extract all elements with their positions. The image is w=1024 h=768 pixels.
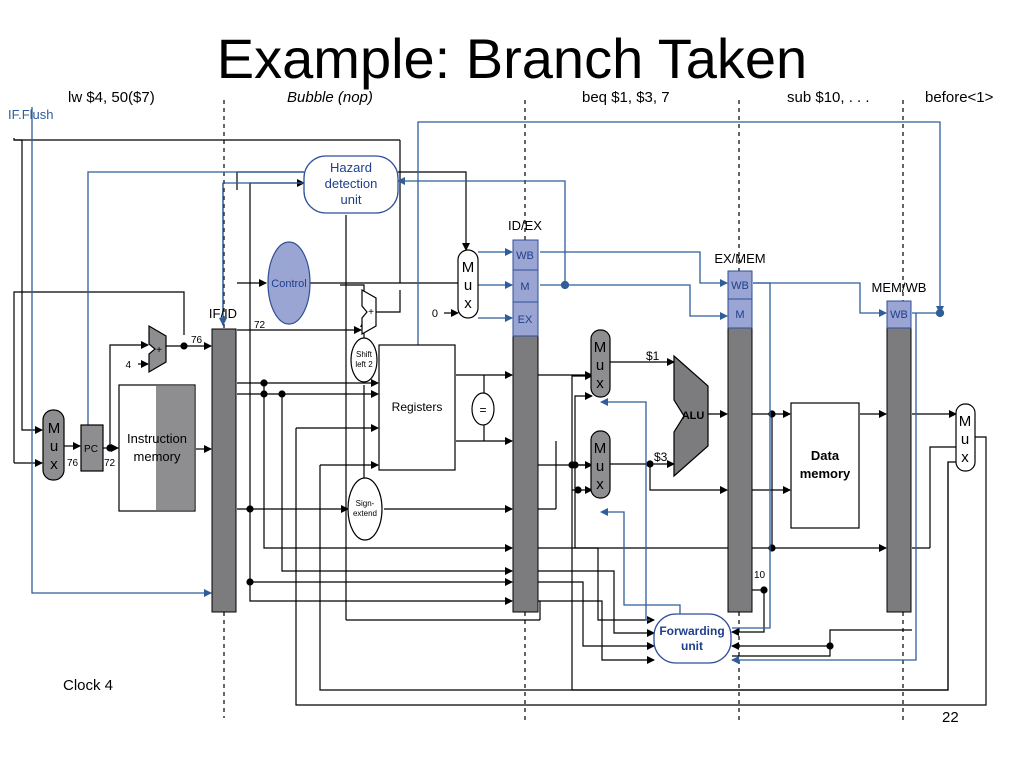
- forwarding-label-2: unit: [681, 639, 703, 653]
- alu-mux-a-label-m: M: [594, 339, 607, 356]
- reg1-value: $1: [646, 349, 660, 363]
- sign-label-2: extend: [353, 509, 377, 518]
- forwarding-unit: [653, 613, 732, 664]
- alu-label: ALU: [682, 410, 705, 422]
- id-ex-m-label: M: [520, 281, 529, 293]
- shift-label-2: left 2: [355, 360, 373, 369]
- register-file: [378, 344, 456, 471]
- mem-wb-wb-field: [886, 300, 912, 329]
- pipeline-register-labels: IF/ID ID/EX EX/MEM MEM/WB: [209, 218, 927, 321]
- id-ex-wb-field: [512, 239, 539, 271]
- id-ex-wb-label: WB: [516, 250, 534, 262]
- alu-mux-b-label-m: M: [594, 440, 607, 457]
- hazard-label-3: unit: [341, 192, 362, 207]
- program-counter: [80, 424, 104, 472]
- id-ex-ex-label: EX: [518, 314, 533, 326]
- writeback-mux-label-x: x: [961, 449, 969, 466]
- hazard-label-2: detection: [325, 176, 378, 191]
- branch-adder-plus: +: [368, 307, 374, 318]
- if-id-pc-value: 72: [254, 320, 266, 331]
- stage-mem-instruction: sub $10, . . .: [787, 89, 870, 106]
- control-mux-label-u: u: [464, 277, 472, 294]
- stage-if-instruction: lw $4, 50($7): [68, 89, 155, 106]
- stage-wb-instruction: before<1>: [925, 89, 994, 106]
- imem-label-2: memory: [134, 449, 181, 464]
- ex-mem-register: [727, 327, 753, 613]
- mem-wb-label: MEM/WB: [872, 280, 927, 295]
- mem-wb-wb-label: WB: [890, 309, 908, 321]
- instruction-memory-shade: [156, 386, 194, 510]
- ex-mem-label: EX/MEM: [714, 251, 765, 266]
- if-id-register: [211, 328, 237, 613]
- control-field-boxes: [512, 239, 912, 337]
- control-mux-label-x: x: [464, 295, 472, 312]
- pc-mux: [42, 409, 65, 481]
- slide-title: Example: Branch Taken: [216, 27, 808, 90]
- hazard-label-1: Hazard: [330, 160, 372, 175]
- id-ex-m-field: [512, 269, 539, 303]
- alu-mux-b: [590, 430, 611, 499]
- four-label: 4: [125, 360, 131, 371]
- pc-label: PC: [84, 444, 98, 455]
- dmem-label-1: Data: [811, 448, 840, 463]
- alu-mux-a-label-x: x: [596, 375, 604, 392]
- pc-plus-value: 76: [191, 335, 203, 346]
- dmem-label-2: memory: [800, 466, 851, 481]
- id-ex-label: ID/EX: [508, 218, 542, 233]
- writeback-mux-label-u: u: [961, 431, 969, 448]
- pc-adder: [148, 324, 167, 374]
- id-ex-register: [512, 335, 539, 613]
- alu-mux-b-label-u: u: [596, 458, 604, 475]
- branch-adder: [361, 288, 377, 336]
- pc-adder-plus: +: [156, 345, 162, 356]
- control-unit: [267, 241, 311, 325]
- clock-label: Clock 4: [63, 677, 114, 694]
- ex-mem-rd-value: 10: [754, 570, 766, 581]
- datapath-wires: [13, 138, 987, 706]
- control-mux: [457, 249, 479, 319]
- shift-label-1: Shift: [356, 350, 373, 359]
- reg3-value: $3: [654, 450, 668, 464]
- zero-input-label: 0: [432, 308, 438, 320]
- control-wires: [31, 107, 945, 664]
- writeback-mux-label-m: M: [959, 413, 972, 430]
- if-id-label: IF/ID: [209, 306, 237, 321]
- hazard-detection-unit: [303, 155, 399, 214]
- stage-ex-instruction: beq $1, $3, 7: [582, 89, 670, 106]
- equal-label: =: [479, 403, 486, 417]
- ex-mem-m-label: M: [735, 309, 744, 321]
- ex-mem-m-field: [727, 298, 753, 329]
- pc-mux-label-u: u: [50, 438, 58, 455]
- slide-number: 22: [942, 709, 959, 726]
- forwarding-label-1: Forwarding: [659, 624, 724, 638]
- alu: [673, 354, 709, 478]
- stage-id-instruction: Bubble (nop): [287, 89, 373, 106]
- pipeline-registers: [211, 327, 912, 613]
- data-memory: [790, 402, 860, 529]
- alu-mux-b-label-x: x: [596, 476, 604, 493]
- shift-left-2: [350, 337, 378, 383]
- stage-separators: [223, 100, 904, 722]
- pc-mux-label-x: x: [50, 456, 58, 473]
- control-mux-label-m: M: [462, 259, 475, 276]
- sign-extend: [347, 477, 383, 541]
- pc-mux-label-m: M: [48, 420, 61, 437]
- mem-wb-register: [886, 327, 912, 613]
- pc-input-value: 76: [67, 458, 79, 469]
- equal-comparator: [471, 392, 495, 426]
- alu-mux-a: [590, 329, 611, 398]
- control-field-labels: WB M EX WB M WB: [516, 250, 908, 326]
- id-ex-ex-field: [512, 301, 539, 337]
- ex-mem-wb-label: WB: [731, 280, 749, 292]
- control-label: Control: [271, 278, 306, 290]
- sign-label-1: Sign-: [356, 499, 375, 508]
- pc-output-value: 72: [104, 458, 116, 469]
- registers-label: Registers: [392, 400, 443, 414]
- if-flush-label: IF.Flush: [8, 107, 54, 122]
- writeback-mux: [955, 403, 976, 472]
- alu-mux-a-label-u: u: [596, 357, 604, 374]
- imem-label-1: Instruction: [127, 431, 187, 446]
